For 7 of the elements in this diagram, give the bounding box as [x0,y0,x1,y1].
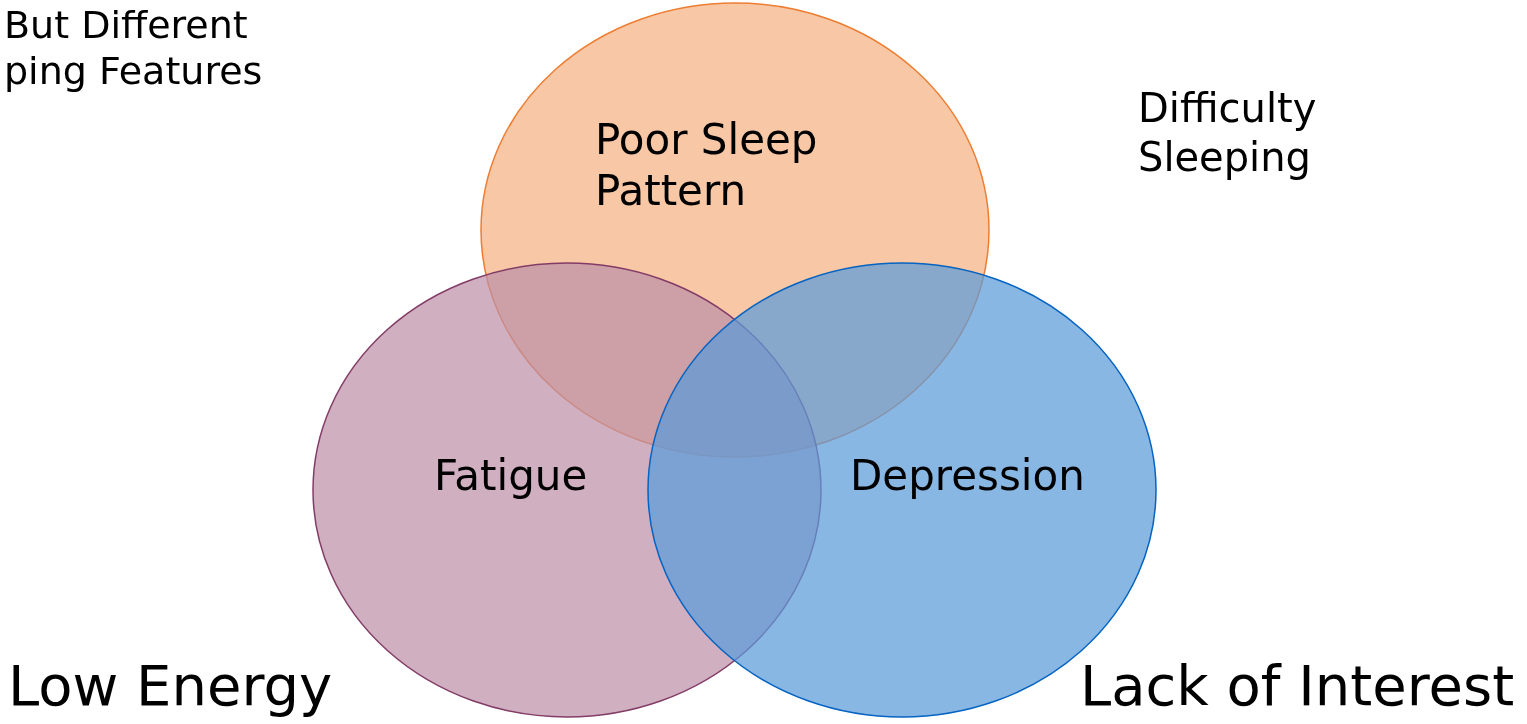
text-label: Low Energy [8,652,333,720]
circle-label: Fatigue [434,450,589,502]
text-label: Difficulty Sleeping [1138,84,1318,182]
circle-label: Poor Sleep Pattern [595,114,819,217]
circle-label: Depression [850,450,1086,502]
text-label: Lack of Interest [1080,652,1515,720]
text-label: But Different ping Features [4,2,264,95]
